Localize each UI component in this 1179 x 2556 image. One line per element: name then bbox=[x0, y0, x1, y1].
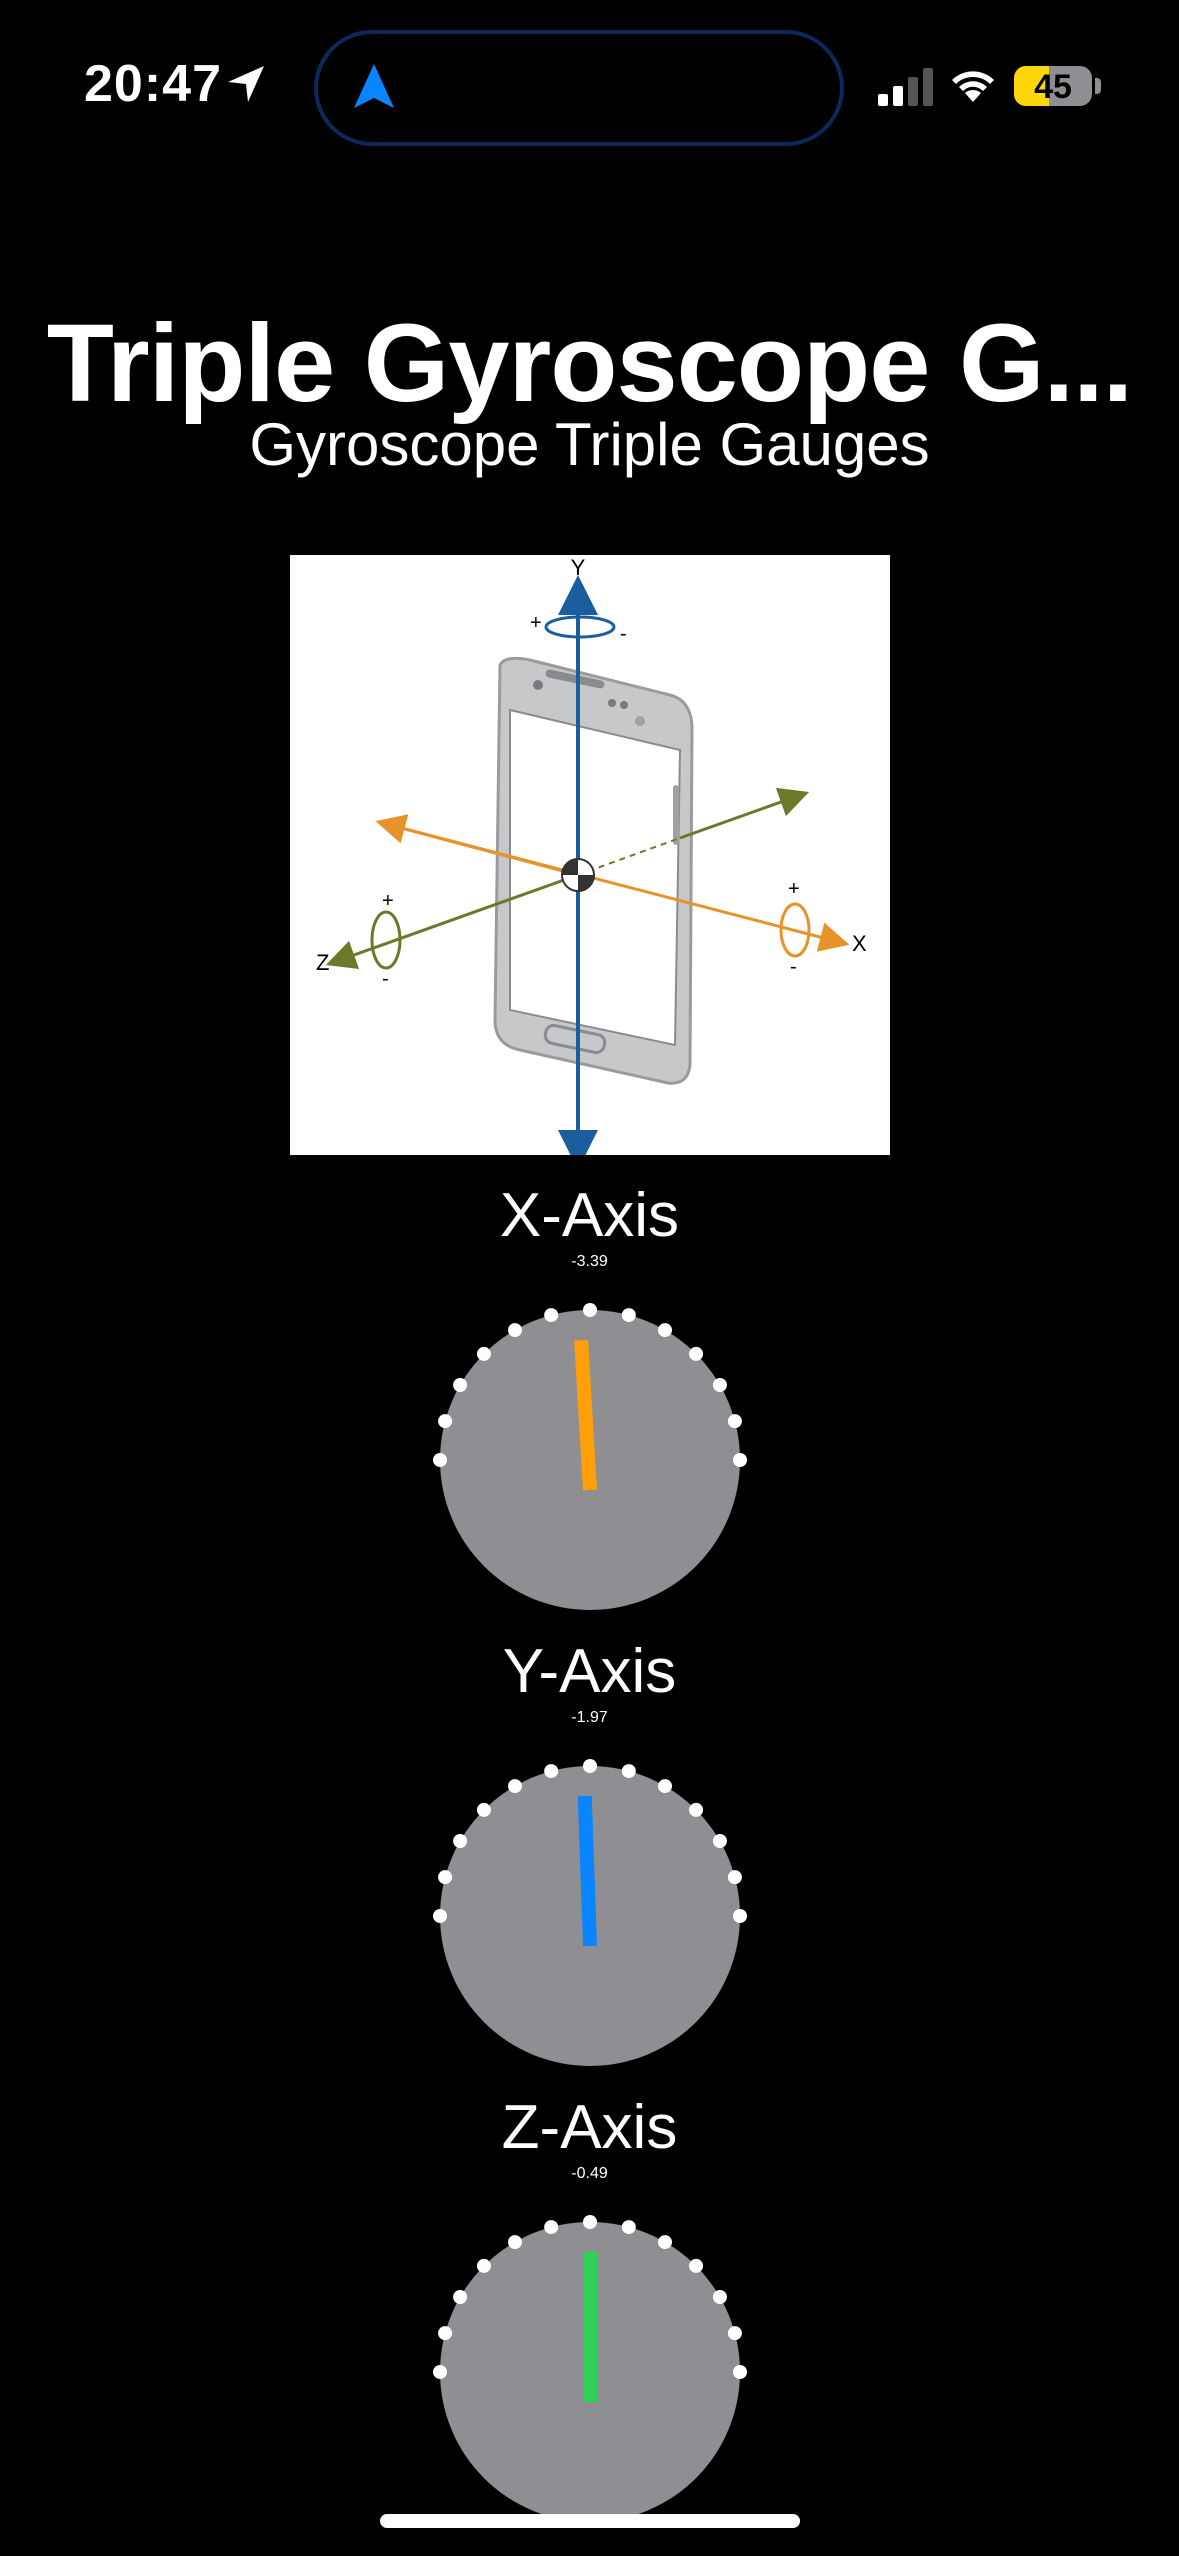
location-arrow-icon bbox=[228, 66, 264, 102]
battery-percentage: 45 bbox=[1034, 68, 1072, 106]
x-axis-label: X-Axis bbox=[499, 1181, 680, 1250]
gauge-tick bbox=[433, 1453, 447, 1467]
diagram-label-z-plus: + bbox=[382, 890, 394, 912]
gauge-tick bbox=[689, 1346, 704, 1361]
y-axis-value: -1.97 bbox=[571, 1709, 608, 1726]
gauge-tick bbox=[433, 1909, 447, 1923]
gauge-tick bbox=[727, 1870, 742, 1885]
gauge-tick bbox=[438, 2326, 453, 2341]
gauge-tick bbox=[658, 1323, 672, 1338]
gauge-tick bbox=[544, 1308, 559, 1323]
z-axis-value: -0.49 bbox=[571, 2165, 608, 2182]
diagram-label-y: Y bbox=[571, 555, 586, 580]
gauge-tick bbox=[733, 2365, 747, 2379]
gauge-tick bbox=[689, 1802, 704, 1817]
diagram-label-x: X bbox=[852, 931, 867, 956]
gauge-tick bbox=[438, 1870, 453, 1885]
diagram-label-x-minus: - bbox=[790, 956, 797, 978]
gauge-tick bbox=[658, 1779, 672, 1794]
gauge-tick bbox=[453, 1834, 468, 1848]
gauge-tick bbox=[476, 1802, 491, 1817]
gauge-needle bbox=[574, 1339, 597, 1491]
page-subtitle: Gyroscope Triple Gauges bbox=[249, 411, 930, 478]
z-axis-gauge bbox=[433, 2215, 747, 2522]
gauge-tick bbox=[621, 1308, 636, 1323]
diagram-label-x-plus: + bbox=[788, 878, 800, 900]
gauge-tick bbox=[544, 1764, 559, 1779]
gauge-tick bbox=[476, 2258, 491, 2273]
gauge-needle bbox=[577, 1795, 597, 1947]
diagram-label-z-minus: - bbox=[382, 968, 389, 990]
y-axis-gauge bbox=[433, 1759, 747, 2066]
gauge-tick bbox=[476, 1346, 491, 1361]
gauge-tick bbox=[438, 1414, 453, 1429]
gauge-tick bbox=[712, 2290, 727, 2304]
gauge-tick bbox=[508, 1323, 522, 1338]
gauge-tick bbox=[727, 1414, 742, 1429]
gauge-tick bbox=[621, 2220, 636, 2235]
gauge-tick bbox=[453, 2290, 468, 2304]
gauge-tick bbox=[508, 2235, 522, 2250]
gauge-tick bbox=[583, 2215, 597, 2229]
gauge-tick bbox=[733, 1909, 747, 1923]
navigation-arrow-icon bbox=[354, 64, 394, 108]
diagram-label-y-plus: + bbox=[530, 612, 542, 634]
gauge-tick bbox=[733, 1453, 747, 1467]
z-axis-label: Z-Axis bbox=[501, 2093, 678, 2162]
gauge-tick bbox=[712, 1834, 727, 1848]
gauge-tick bbox=[544, 2220, 559, 2235]
gauge-tick bbox=[658, 2235, 672, 2250]
gauge-tick bbox=[583, 1759, 597, 1773]
gauge-tick bbox=[583, 1303, 597, 1317]
gauge-tick bbox=[727, 2326, 742, 2341]
dynamic-island[interactable] bbox=[314, 30, 844, 146]
gauge-tick bbox=[433, 2365, 447, 2379]
wifi-icon bbox=[952, 71, 994, 102]
gauge-tick bbox=[508, 1779, 522, 1794]
diagram-label-y-minus: - bbox=[620, 623, 627, 645]
y-axis-label: Y-Axis bbox=[502, 1637, 677, 1706]
status-bar: 20:47 45 bbox=[0, 0, 1179, 170]
diagram-label-z: Z bbox=[316, 950, 329, 975]
gauge-tick bbox=[712, 1378, 727, 1392]
gauge-tick bbox=[689, 2258, 704, 2273]
status-time: 20:47 bbox=[84, 55, 222, 113]
page-title: Triple Gyroscope G... bbox=[46, 302, 1133, 425]
home-indicator[interactable] bbox=[380, 2514, 800, 2528]
gyroscope-axes-diagram: Y X Z + - + - + - bbox=[290, 555, 890, 1155]
x-axis-gauge bbox=[433, 1303, 747, 1610]
battery-indicator: 45 bbox=[1014, 66, 1092, 106]
gauge-tick bbox=[453, 1378, 468, 1392]
cellular-signal-icon bbox=[878, 68, 933, 106]
gauge-tick bbox=[621, 1764, 636, 1779]
x-axis-value: -3.39 bbox=[571, 1253, 608, 1270]
battery-cap bbox=[1095, 78, 1101, 94]
